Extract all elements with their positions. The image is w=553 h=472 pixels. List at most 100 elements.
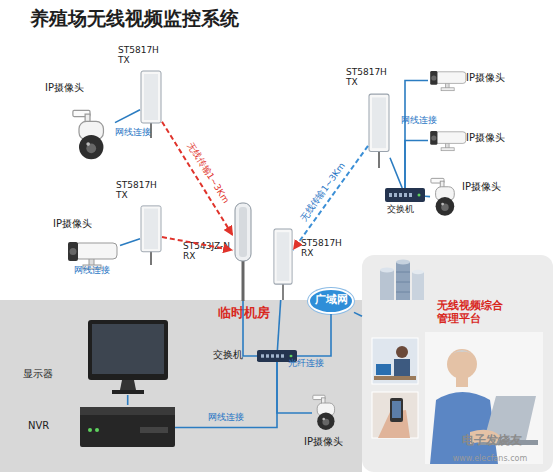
cable-link	[277, 362, 312, 413]
cable-link	[425, 196, 430, 198]
ptz-part	[441, 203, 444, 206]
bullet-part	[441, 88, 454, 91]
monitor-icon	[88, 320, 168, 395]
device-label: IP摄像头	[462, 181, 501, 193]
monitor-part	[120, 380, 136, 390]
wireless-link	[162, 237, 233, 250]
illustration-part	[380, 268, 394, 273]
cable-link	[405, 141, 428, 189]
edge-label: 网线连接	[401, 114, 437, 127]
panel-part	[144, 74, 158, 120]
cable-link	[354, 312, 362, 316]
switch-part	[394, 193, 397, 197]
switch-icon	[257, 350, 297, 362]
device-label: IP摄像头	[466, 72, 505, 84]
operator-photo	[425, 332, 543, 464]
tx-antenna: ST5817H TX	[368, 93, 390, 168]
panel-part	[141, 206, 161, 252]
switch-part	[399, 193, 402, 197]
switch-part	[276, 354, 279, 357]
illustration-part	[374, 376, 416, 380]
tall-part	[235, 203, 251, 261]
illustration-part	[376, 364, 391, 375]
bullet-part	[68, 242, 78, 261]
illustration-part	[396, 346, 408, 358]
wan-cloud: 广域网	[308, 288, 354, 314]
wireless-link	[162, 122, 233, 236]
edge-label: 网线连接	[115, 126, 151, 139]
nvr-part	[80, 407, 175, 447]
edge-label: 网线连接	[208, 410, 244, 423]
bullet-part	[70, 248, 77, 255]
illustration-part	[447, 350, 477, 360]
illustration-part	[396, 262, 410, 300]
bullet-part	[431, 75, 436, 80]
illustration-part	[470, 430, 500, 444]
rx-antenna: ST543JZ-N RX	[233, 203, 253, 301]
nvr-icon	[80, 405, 175, 450]
device-label: 交换机	[213, 349, 243, 361]
cloud-label: 广域网	[310, 294, 352, 307]
illustration-part	[396, 292, 410, 293]
panel-part	[369, 94, 389, 151]
illustration-part	[390, 398, 403, 422]
illustration-part	[447, 349, 477, 379]
network-switch: 交换机	[385, 188, 425, 202]
device-label: IP摄像头	[45, 82, 84, 94]
ptz-part	[322, 419, 329, 426]
bullet-part	[430, 71, 437, 85]
illustration-part	[484, 396, 536, 440]
ptz-part	[441, 204, 448, 211]
device-label: NVR	[28, 420, 49, 432]
ptz-icon	[312, 392, 338, 434]
ptz-part	[79, 135, 103, 159]
tall-icon	[233, 203, 253, 301]
illustration-part	[378, 410, 410, 438]
nvr-part	[95, 428, 99, 432]
tx-antenna: ST5817H TX	[140, 205, 162, 265]
region-title: 临时机房	[218, 306, 270, 321]
cable-link	[243, 301, 257, 356]
wireless-link	[293, 146, 368, 250]
illustration-part	[456, 377, 468, 387]
cable-link	[127, 395, 129, 405]
nvr-recorder: NVR	[80, 405, 175, 450]
cable-link	[120, 239, 140, 246]
device-label: IP摄像头	[53, 218, 92, 230]
panel-icon	[140, 70, 162, 138]
illustration-part	[396, 272, 410, 273]
device-label: ST5817H TX	[346, 67, 392, 88]
illustration-part	[396, 260, 410, 265]
illustration-part	[425, 332, 543, 464]
rx-antenna: ST5817H RX	[273, 228, 293, 300]
desk-photo	[372, 338, 418, 384]
bullet-icon	[428, 68, 468, 93]
cable-link	[115, 110, 140, 123]
switch-part	[290, 355, 293, 358]
panel-icon	[368, 93, 390, 168]
server-icon	[380, 260, 424, 301]
switch-part	[257, 350, 297, 362]
illustration-part	[372, 392, 418, 438]
illustration-part	[394, 359, 410, 378]
panel-part	[144, 209, 158, 250]
bullet-part	[441, 148, 454, 151]
ptz-part	[86, 142, 90, 146]
cable-link	[175, 362, 277, 428]
switch-part	[385, 188, 425, 202]
device-label: IP摄像头	[304, 436, 343, 448]
nvr-part	[88, 428, 92, 432]
illustration-part	[412, 272, 424, 300]
monitor-part	[92, 324, 164, 374]
ptz-part	[322, 418, 325, 421]
tall-part	[239, 207, 247, 257]
monitor: 显示器	[88, 320, 168, 395]
watermark: 电子发烧友	[462, 432, 522, 449]
illustration-part	[412, 270, 424, 274]
illustration-part	[478, 440, 538, 445]
